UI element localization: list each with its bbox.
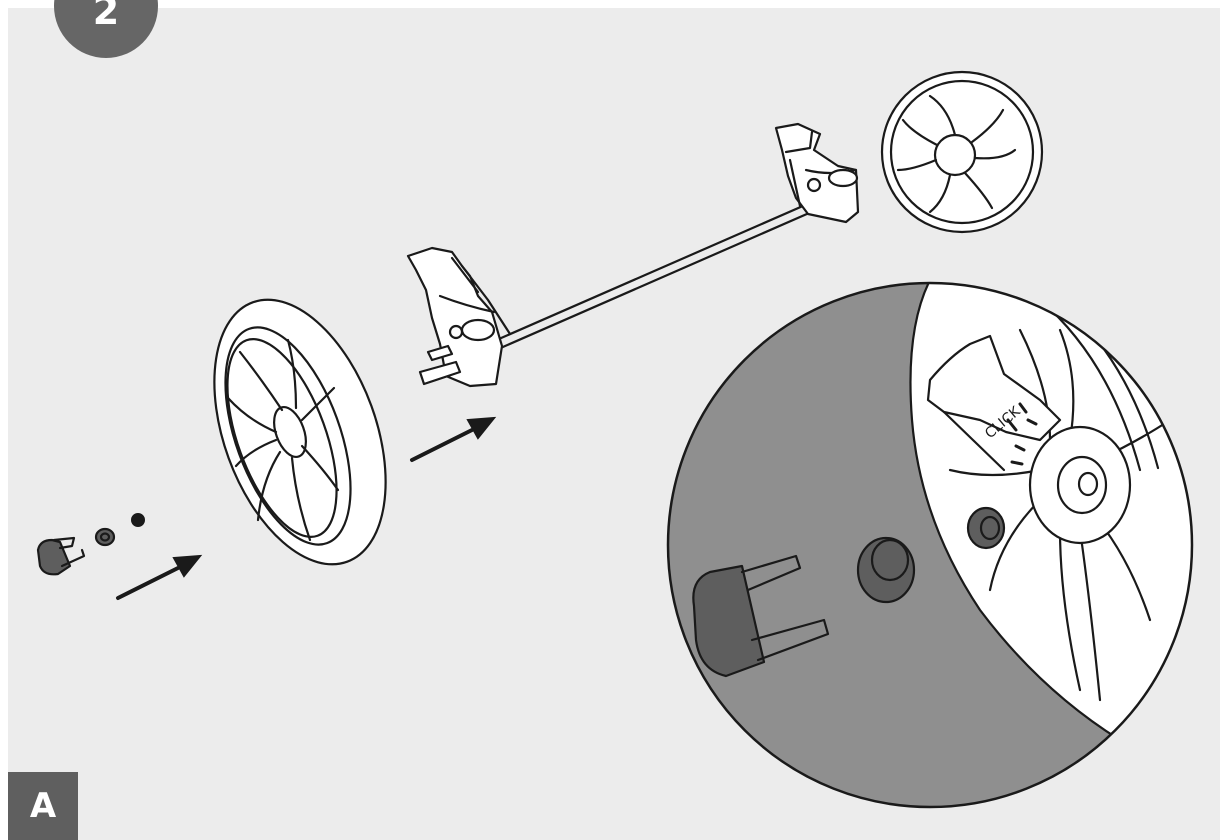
detail-zoom-icon: CLICK bbox=[666, 281, 1194, 809]
variant-label-badge: A bbox=[8, 772, 78, 840]
detail-washer-icon bbox=[856, 536, 916, 604]
arrow-icon bbox=[116, 554, 203, 600]
washer-icon bbox=[94, 527, 116, 547]
wheel-cap-icon bbox=[36, 536, 86, 576]
rear-wheel-icon bbox=[880, 70, 1044, 234]
axle-icon bbox=[406, 122, 860, 388]
pin-dot-icon bbox=[131, 513, 145, 527]
front-wheel-icon bbox=[213, 298, 387, 566]
detail-cap-icon bbox=[692, 554, 830, 678]
arrow-icon bbox=[410, 416, 497, 462]
